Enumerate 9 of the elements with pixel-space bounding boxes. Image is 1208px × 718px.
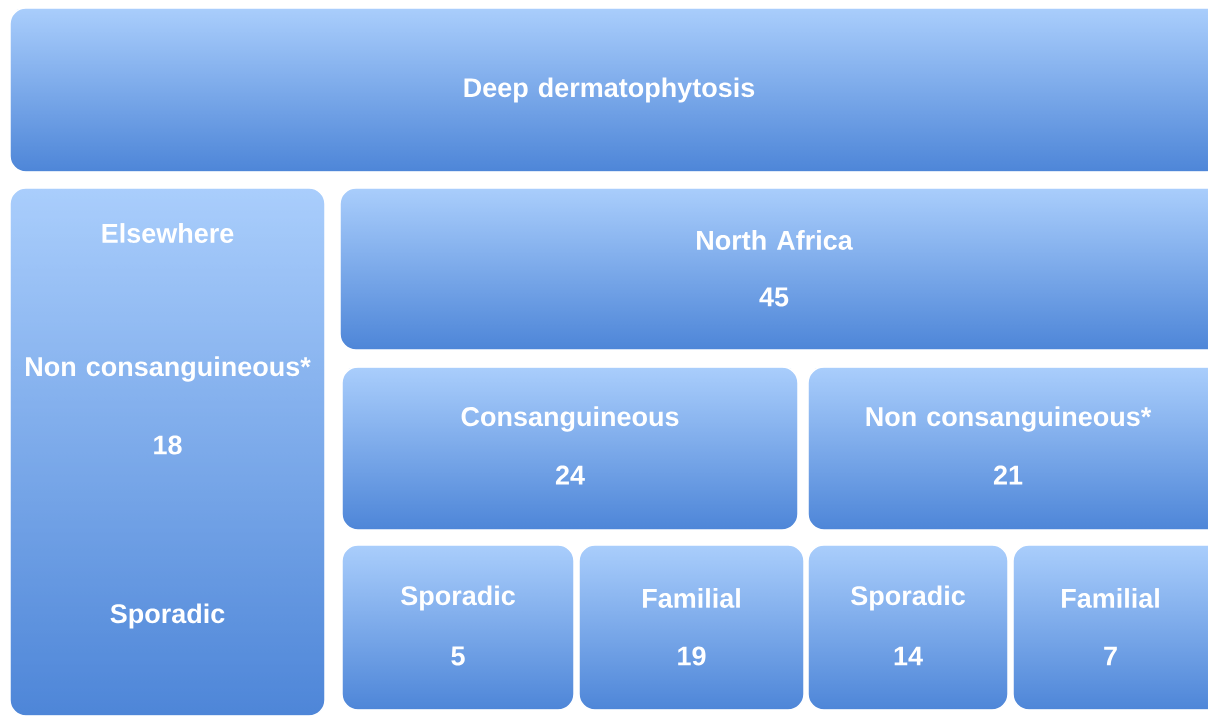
category-box: Familial 19 [578, 544, 805, 711]
category-box: North Africa 45 [339, 187, 1208, 351]
category-box: Sporadic 5 [341, 544, 575, 711]
category-box: Non consanguineous* 21 [807, 366, 1208, 531]
category-box: Consanguineous 24 [341, 366, 799, 531]
category-box: Deep dermatophytosis [9, 7, 1208, 173]
category-box: Familial 7 [1012, 544, 1208, 711]
category-box: Sporadic 14 [807, 544, 1009, 711]
category-box: Elsewhere Non consanguineous* 18 Sporadic [9, 187, 326, 717]
